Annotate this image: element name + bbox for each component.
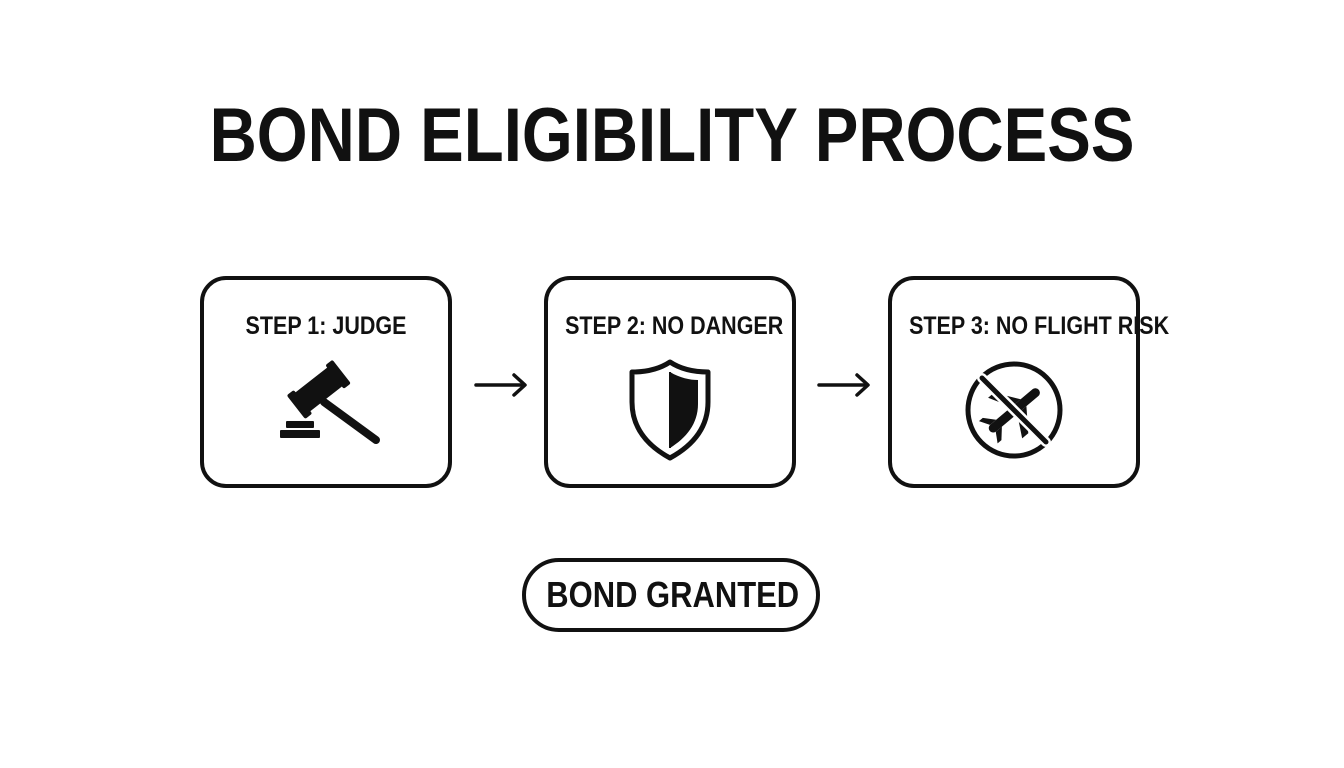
diagram-title: BOND ELIGIBILITY PROCESS bbox=[209, 93, 1135, 178]
gavel-icon bbox=[266, 358, 386, 468]
no-flight-icon bbox=[954, 358, 1074, 468]
step-box-no-flight-risk: STEP 3: NO FLIGHT RISK bbox=[888, 276, 1170, 488]
step-label: STEP 3: NO FLIGHT RISK bbox=[909, 312, 1170, 340]
step-box-no-danger: STEP 2: NO DANGER bbox=[544, 276, 796, 488]
shield-icon bbox=[610, 358, 730, 468]
arrow-icon bbox=[474, 370, 530, 400]
step-label: STEP 2: NO DANGER bbox=[565, 312, 784, 340]
result-label: BOND GRANTED bbox=[546, 574, 800, 615]
result-badge: BOND GRANTED bbox=[522, 558, 820, 632]
arrow-icon bbox=[817, 370, 873, 400]
step-box-judge: STEP 1: JUDGE bbox=[200, 276, 452, 488]
step-label: STEP 1: JUDGE bbox=[245, 312, 407, 340]
